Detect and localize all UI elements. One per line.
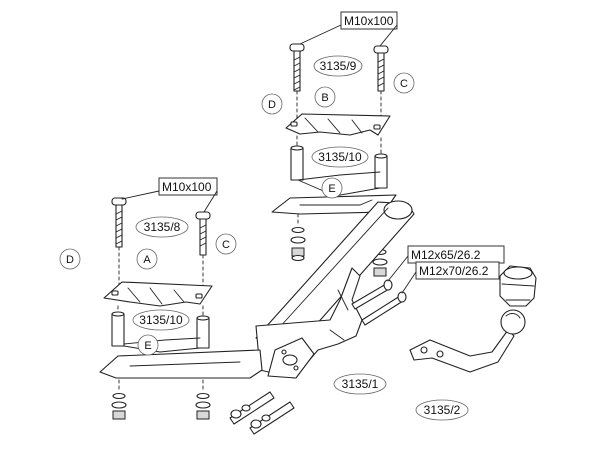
label-part-3135-8: 3135/8 (135, 216, 189, 238)
tow-ball-cover (499, 265, 537, 307)
label-letter-b: B (314, 86, 336, 108)
label-letter-d-left: D (59, 248, 81, 270)
svg-text:C: C (222, 239, 230, 251)
label-part-3135-10-top: 3135/10 (311, 146, 369, 168)
svg-text:3135/9: 3135/9 (320, 59, 357, 73)
spacer-left-a (111, 311, 125, 347)
main-crossbeam (255, 200, 415, 353)
bolt-top-left (289, 43, 305, 92)
svg-text:A: A (143, 254, 151, 266)
label-bolt-top: M10x100 (299, 11, 398, 47)
svg-text:E: E (144, 340, 151, 352)
svg-text:3135/10: 3135/10 (318, 150, 362, 164)
svg-text:E: E (328, 183, 335, 195)
spacer-top-right (374, 153, 388, 189)
svg-text:C: C (400, 78, 408, 90)
bracket-left (99, 349, 263, 379)
label-part-3135-1: 3135/1 (333, 373, 387, 395)
tow-ball-neck (409, 309, 526, 373)
mount-plate-left (103, 281, 213, 307)
spacer-left-b (196, 315, 210, 349)
hardware-stack-top (290, 226, 306, 262)
bolt-lower-left (229, 391, 275, 425)
svg-text:B: B (321, 92, 328, 104)
svg-text:3135/1: 3135/1 (342, 377, 379, 391)
label-bolt-m12-70: M12x70/26.2 (401, 261, 500, 294)
svg-text:3135/10: 3135/10 (139, 313, 183, 327)
bolt-left-b (195, 211, 211, 256)
label-bolt-m12-65: M12x65/26.2 (387, 245, 505, 282)
hardware-stack-left-b (195, 392, 211, 420)
label-letter-e-left: E (137, 334, 159, 356)
label-letter-c-top: C (393, 72, 415, 94)
bolt-m12-70 (361, 291, 407, 326)
bolt-lower-right (249, 401, 295, 435)
bolt-left-a (111, 197, 127, 248)
label-part-3135-2: 3135/2 (415, 399, 469, 421)
label-letter-a: A (136, 248, 158, 270)
svg-text:D: D (268, 99, 276, 111)
bolt-m12-65 (351, 279, 393, 310)
spacer-top-left (290, 145, 304, 181)
label-letter-e-top: E (321, 177, 343, 199)
label-part-3135-10-left: 3135/10 (132, 309, 190, 331)
label-letter-d-top: D (261, 93, 283, 115)
label-letter-c-left: C (215, 233, 237, 255)
bolt-top-right (373, 45, 389, 92)
svg-text:M12x65/26.2: M12x65/26.2 (411, 248, 481, 262)
svg-text:M10x100: M10x100 (344, 14, 394, 28)
svg-text:3135/2: 3135/2 (424, 403, 461, 417)
svg-text:3135/8: 3135/8 (144, 220, 181, 234)
hardware-stack-left-a (111, 392, 127, 420)
svg-text:D: D (66, 254, 74, 266)
side-bracket (255, 267, 363, 379)
mount-plate-top (285, 113, 391, 136)
label-bolt-left: M10x100 (121, 177, 218, 213)
svg-text:M10x100: M10x100 (162, 180, 212, 194)
label-part-3135-9: 3135/9 (313, 55, 363, 77)
svg-text:M12x70/26.2: M12x70/26.2 (419, 264, 489, 278)
